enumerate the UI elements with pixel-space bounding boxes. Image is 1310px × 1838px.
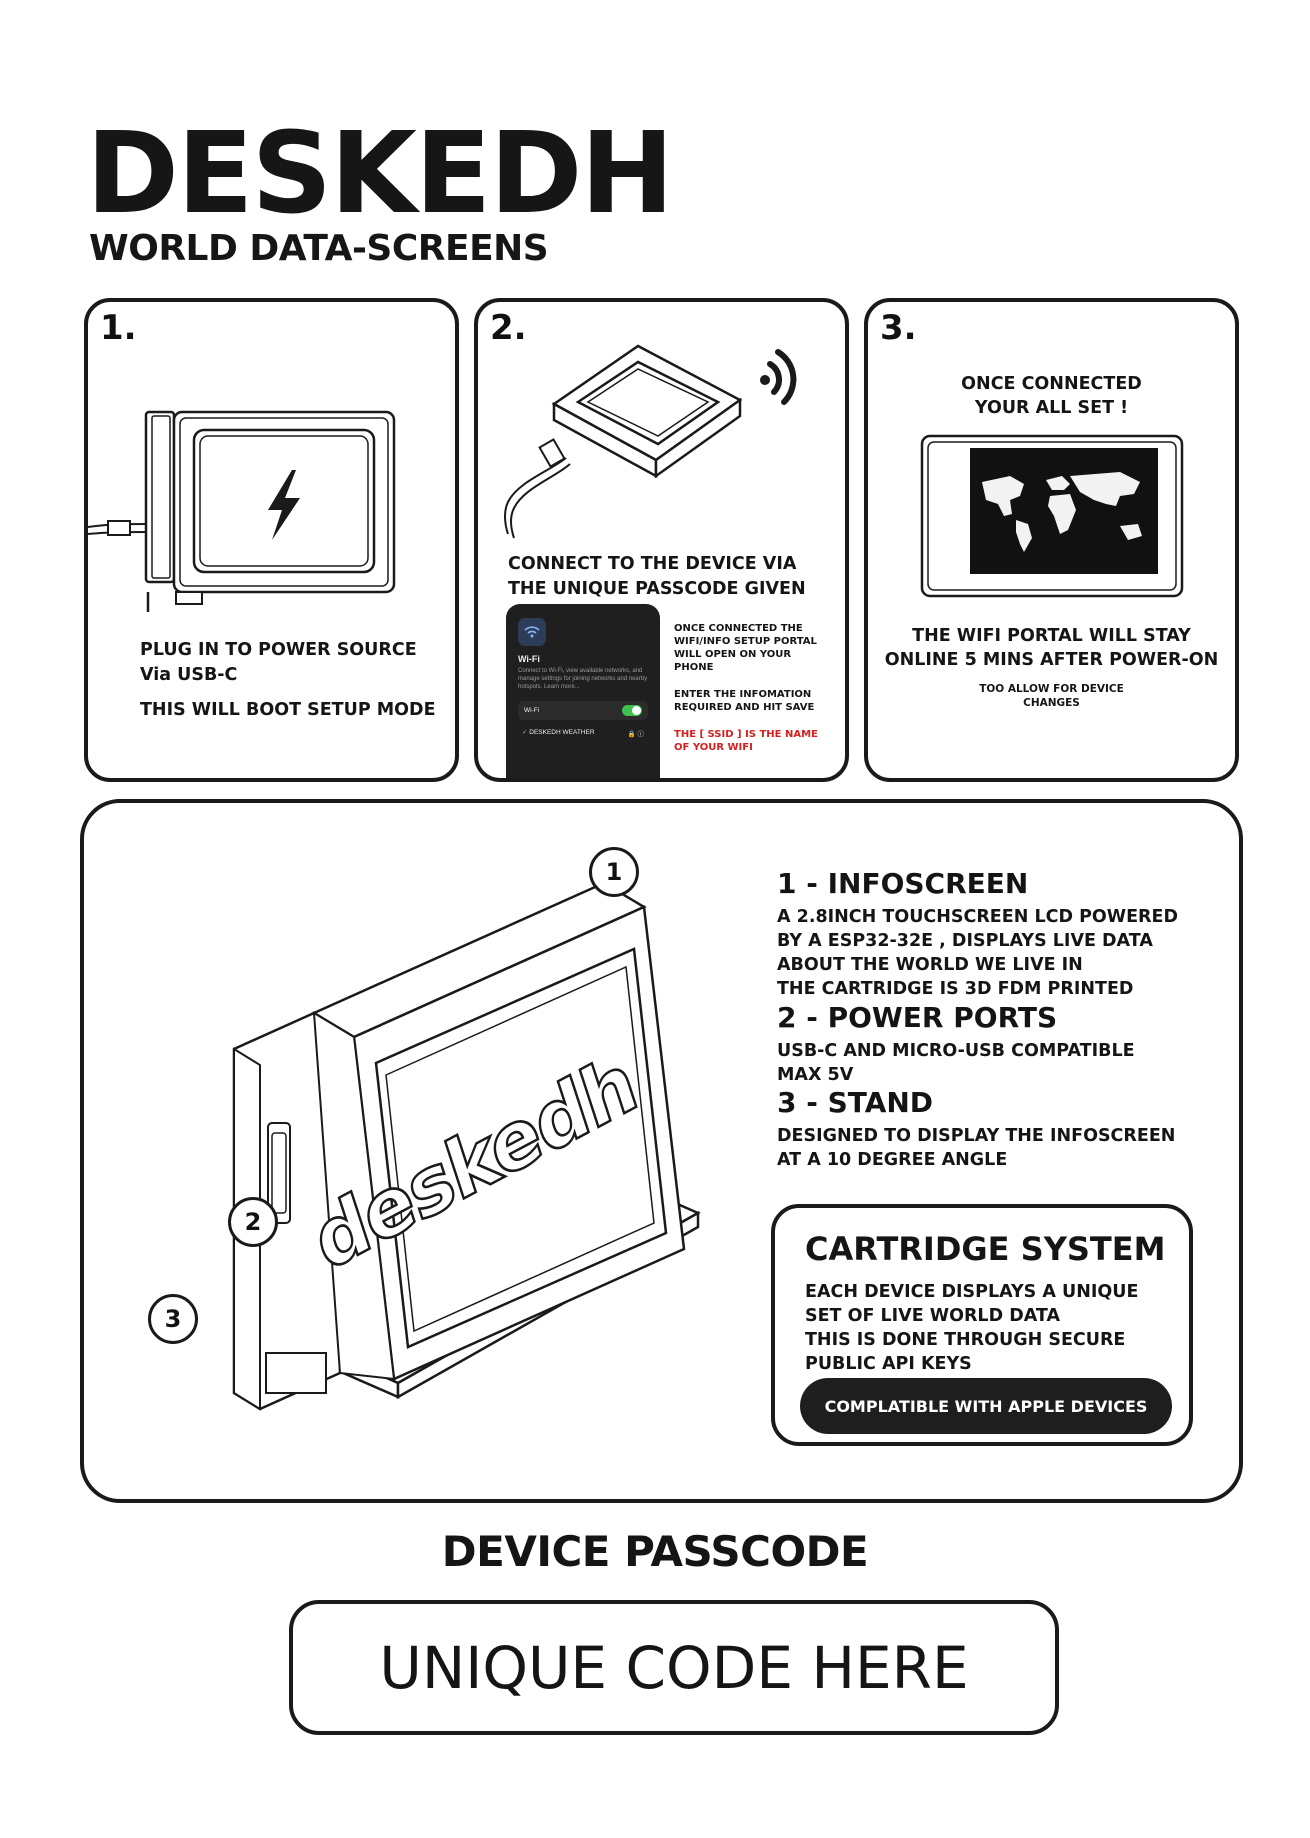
passcode-field[interactable]: UNIQUE CODE HERE xyxy=(289,1600,1059,1735)
phone-wifi-description: Connect to Wi-Fi, view available network… xyxy=(518,668,648,690)
device-exploded-illustration xyxy=(232,881,701,1411)
cartridge-body: EACH DEVICE DISPLAYS A UNIQUE SET OF LIV… xyxy=(805,1280,1138,1376)
step-2-heading-line-2: THE UNIQUE PASSCODE GIVEN xyxy=(508,579,806,599)
feature-1-line-4: THE CARTRIDGE IS 3D FDM PRINTED xyxy=(777,979,1134,999)
step-1-line-3: THIS WILL BOOT SETUP MODE xyxy=(140,700,436,720)
step-2-number: 2. xyxy=(490,308,527,348)
callout-2: 2 xyxy=(228,1197,278,1247)
wifi-icon xyxy=(518,618,546,646)
note-ssid-2: OF YOUR WIFI xyxy=(674,742,753,753)
step-1-number: 1. xyxy=(100,308,137,348)
step-1-line-2: Via USB-C xyxy=(140,665,238,685)
step-1-panel: 1. PLUG IN TO POWER SOURCE Via USB-C THI… xyxy=(84,298,459,782)
small-line-1: TOO ALLOW FOR DEVICE xyxy=(979,683,1124,695)
callout-3: 3 xyxy=(148,1294,198,1344)
wireless-signal-icon xyxy=(760,349,797,405)
phone-wifi-title: Wi-Fi xyxy=(518,654,540,664)
step-3-heading-line-1: ONCE CONNECTED xyxy=(961,374,1142,394)
step-1-line-1: PLUG IN TO POWER SOURCE xyxy=(140,640,417,660)
cartridge-title: CARTRIDGE SYSTEM xyxy=(805,1230,1166,1268)
brand-subtitle: WORLD DATA-SCREENS xyxy=(89,228,549,269)
note-connected-4: PHONE xyxy=(674,662,714,673)
device-charging-illustration xyxy=(88,410,396,612)
step-3-portal-text: THE WIFI PORTAL WILL STAY ONLINE 5 MINS … xyxy=(868,624,1235,672)
feature-2-title: 2 - POWER PORTS xyxy=(777,1001,1058,1034)
cartridge-line-2: SET OF LIVE WORLD DATA xyxy=(805,1306,1061,1326)
lightning-icon xyxy=(268,470,300,540)
feature-3-body: DESIGNED TO DISPLAY THE INFOSCREEN AT A … xyxy=(777,1124,1175,1172)
step-2-panel: 2. CONNECT TO THE DEVICE VIA THE UNIQUE … xyxy=(474,298,849,782)
step-2-notes: ONCE CONNECTED THE WIFI/INFO SETUP PORTA… xyxy=(674,622,818,754)
passcode-heading: DEVICE PASSCODE xyxy=(441,1527,869,1576)
wifi-toggle-label: Wi-Fi xyxy=(524,707,540,715)
note-enter-1: ENTER THE INFOMATION xyxy=(674,689,812,700)
note-connected-3: WILL OPEN ON YOUR xyxy=(674,649,792,660)
feature-1-line-3: ABOUT THE WORLD WE LIVE IN xyxy=(777,955,1083,975)
callout-1: 1 xyxy=(589,847,639,897)
feature-3-line-1: DESIGNED TO DISPLAY THE INFOSCREEN xyxy=(777,1126,1176,1146)
step-3-number: 3. xyxy=(880,308,917,348)
note-enter-2: REQUIRED AND HIT SAVE xyxy=(674,702,815,713)
step-1-instructions: PLUG IN TO POWER SOURCE Via USB-C THIS W… xyxy=(140,638,436,723)
feature-2-line-1: USB-C AND MICRO-USB COMPATIBLE xyxy=(777,1041,1135,1061)
feature-1-title: 1 - INFOSCREEN xyxy=(777,867,1029,900)
feature-2-line-2: MAX 5V xyxy=(777,1065,854,1085)
feature-3-title: 3 - STAND xyxy=(777,1086,934,1119)
wifi-toggle-switch[interactable] xyxy=(622,705,642,717)
cartridge-system-box: CARTRIDGE SYSTEM EACH DEVICE DISPLAYS A … xyxy=(771,1204,1193,1446)
step-3-small-text: TOO ALLOW FOR DEVICE CHANGES xyxy=(868,682,1235,710)
feature-1-line-2: BY A ESP32-32E , DISPLAYS LIVE DATA xyxy=(777,931,1153,951)
cartridge-line-3: THIS IS DONE THROUGH SECURE xyxy=(805,1330,1126,1350)
phone-wifi-settings: Wi-Fi Connect to Wi-Fi, view available n… xyxy=(506,604,660,778)
wifi-toggle-row[interactable]: Wi-Fi xyxy=(518,701,648,721)
feature-1-line-1: A 2.8INCH TOUCHSCREEN LCD POWERED xyxy=(777,907,1178,927)
portal-line-1: THE WIFI PORTAL WILL STAY xyxy=(912,626,1191,646)
cartridge-line-1: EACH DEVICE DISPLAYS A UNIQUE xyxy=(805,1282,1139,1302)
network-name: DESKEDH WEATHER xyxy=(529,729,595,737)
feature-2-body: USB-C AND MICRO-USB COMPATIBLE MAX 5V xyxy=(777,1039,1135,1087)
apple-compatible-button[interactable]: COMPLATIBLE WITH APPLE DEVICES xyxy=(800,1378,1172,1434)
feature-1-body: A 2.8INCH TOUCHSCREEN LCD POWERED BY A E… xyxy=(777,905,1178,1001)
portal-line-2: ONLINE 5 MINS AFTER POWER-ON xyxy=(884,650,1219,670)
network-row[interactable]: ✓ DESKEDH WEATHER 🔒 ⓘ xyxy=(518,728,648,738)
note-connected-2: WIFI/INFO SETUP PORTAL xyxy=(674,636,817,647)
step-3-panel: 3. ONCE CONNECTED YOUR ALL SET ! THE WIF… xyxy=(864,298,1239,782)
step-3-heading-line-2: YOUR ALL SET ! xyxy=(974,398,1129,418)
feature-3-line-2: AT A 10 DEGREE ANGLE xyxy=(777,1150,1008,1170)
step-3-heading: ONCE CONNECTED YOUR ALL SET ! xyxy=(868,372,1235,420)
small-line-2: CHANGES xyxy=(1023,697,1080,709)
step-2-heading-line-1: CONNECT TO THE DEVICE VIA xyxy=(508,554,797,574)
step-2-heading: CONNECT TO THE DEVICE VIA THE UNIQUE PAS… xyxy=(508,552,806,602)
cartridge-line-4: PUBLIC API KEYS xyxy=(805,1354,972,1374)
brand-title: DESKEDH xyxy=(86,109,674,239)
check-icon: ✓ xyxy=(522,729,528,737)
network-status-icons: 🔒 ⓘ xyxy=(627,731,644,739)
device-wireless-illustration xyxy=(504,344,797,539)
device-overview-panel: deskedh 1 2 3 1 - INFOSCREEN A 2.8INCH T… xyxy=(80,799,1243,1503)
note-connected-1: ONCE CONNECTED THE xyxy=(674,623,803,634)
note-ssid-1: THE [ SSID ] IS THE NAME xyxy=(674,729,818,740)
world-map-screen-illustration xyxy=(920,434,1184,598)
